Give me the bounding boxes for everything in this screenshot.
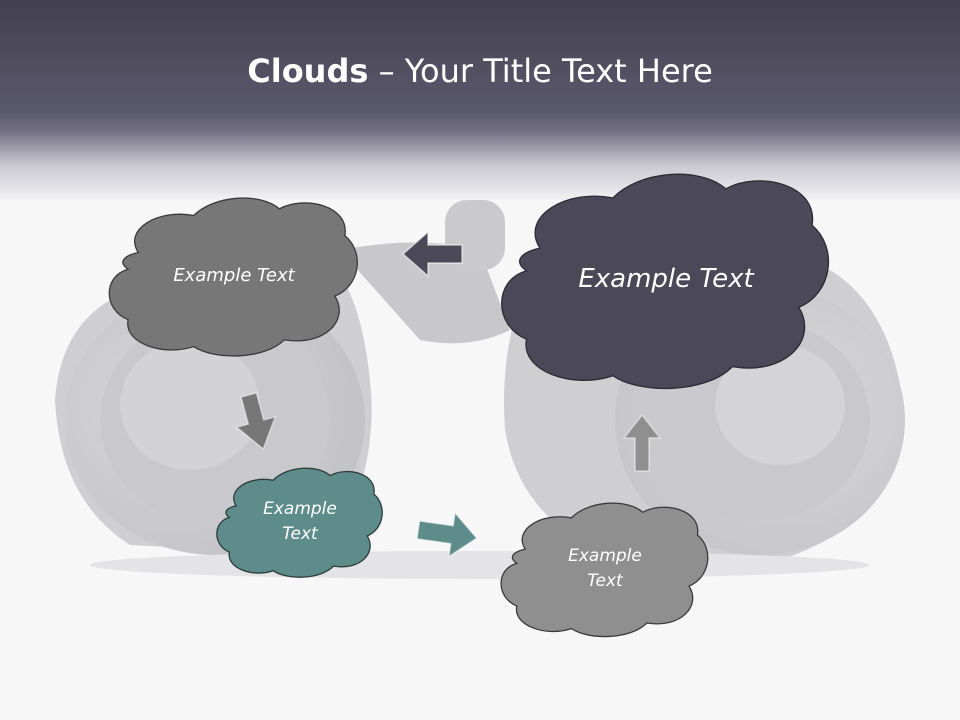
title-bold: Clouds [247, 52, 369, 90]
cloud-label: Example Text [216, 464, 384, 586]
cloud-shape [500, 166, 832, 394]
title-rest: Your Title Text Here [404, 52, 713, 90]
cloud-bottom-right: Example Text [500, 498, 710, 640]
header-band [0, 0, 960, 200]
arrow-down-icon [235, 391, 277, 451]
title-separator: – [368, 52, 405, 90]
cloud-label-line1: Example [568, 546, 642, 567]
cloud-label-line2: Text [282, 524, 318, 544]
cloud-shape [500, 498, 710, 640]
cloud-label-line2: Text [587, 571, 623, 591]
cloud-shape [216, 464, 384, 580]
cloud-top-left: Example Text [108, 192, 360, 360]
cloud-label: Example Text [578, 264, 754, 295]
arrow-up-icon [622, 413, 662, 472]
arrow-right-icon [416, 511, 478, 559]
cloud-label: Example Text [500, 498, 730, 646]
cloud-label: Example Text [173, 264, 295, 286]
cloud-bottom-left: Example Text [216, 464, 384, 580]
arrow-left-icon [401, 230, 463, 278]
cloud-shape [108, 192, 360, 360]
cloud-top-right: Example Text [500, 166, 832, 394]
slide-title: Clouds – Your Title Text Here [0, 52, 960, 90]
cloud-label-line1: Example [263, 499, 337, 520]
